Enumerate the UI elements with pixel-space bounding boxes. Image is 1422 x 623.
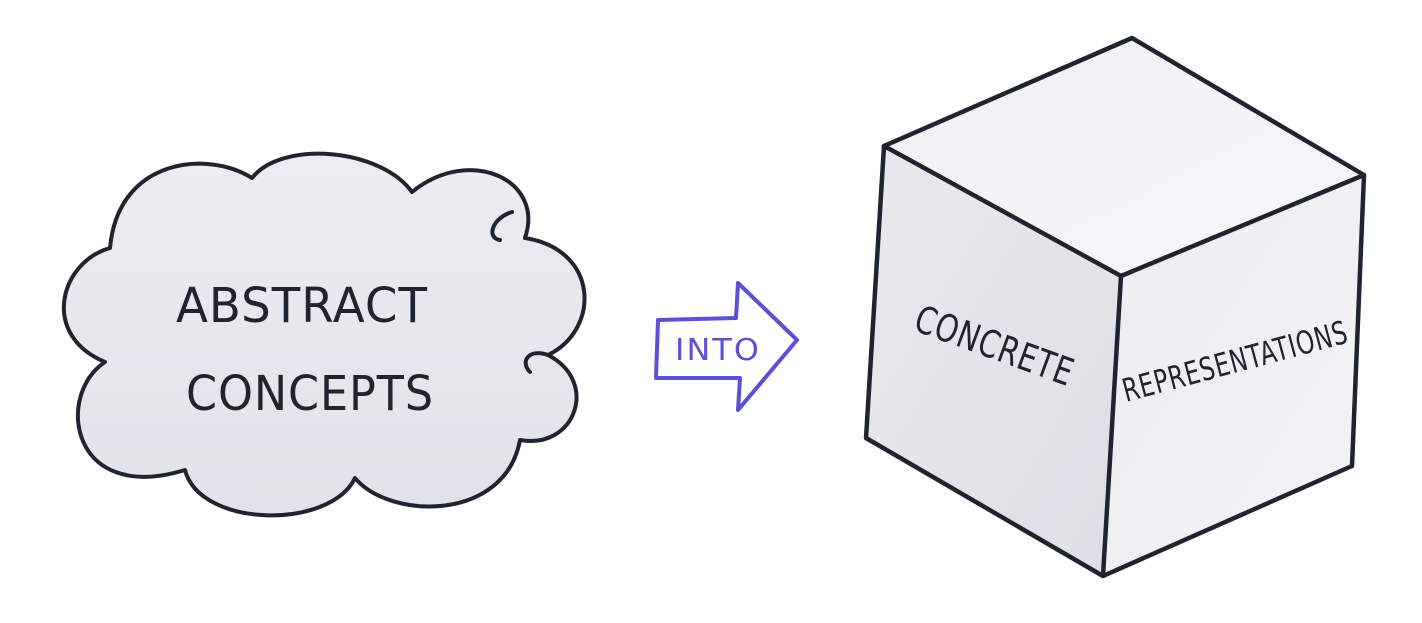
cloud-curl-right (523, 351, 550, 374)
cube-inner-edges (881, 143, 1367, 579)
into-arrow: INTO (654, 281, 799, 412)
cube-right-face (1103, 175, 1364, 576)
cloud-curl-top (490, 210, 514, 242)
cloud-shape (61, 151, 587, 518)
cloud: ABSTRACT CONCEPTS (61, 151, 587, 518)
cube-left-face (866, 146, 1121, 576)
cube: CONCRETE REPRESENTATIONS (863, 35, 1367, 579)
cube-outline (863, 35, 1367, 579)
cloud-text-line1: ABSTRACT (176, 278, 428, 334)
arrow-label: INTO (675, 333, 761, 368)
cube-top-face (884, 38, 1364, 276)
cloud-text-line2: CONCEPTS (186, 366, 434, 422)
arrow-shape (654, 281, 799, 412)
